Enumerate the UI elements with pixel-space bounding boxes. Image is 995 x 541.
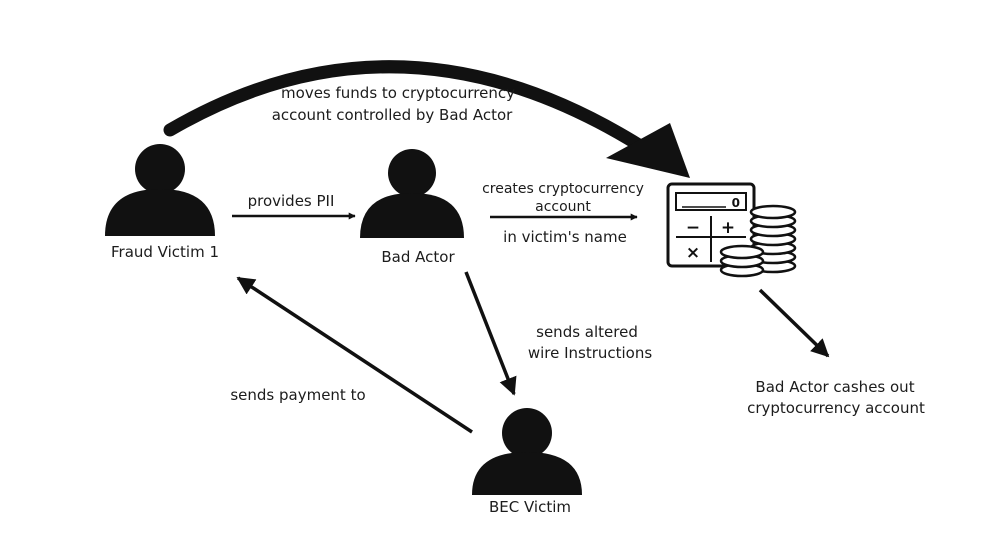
moves-funds-arrow xyxy=(163,60,690,178)
bec-victim-person-icon xyxy=(472,408,582,495)
calculator-key-plus: + xyxy=(721,218,735,238)
cashes-out-label-line1: Bad Actor cashes out xyxy=(755,378,914,396)
provides-pii-label: provides PII xyxy=(248,192,335,210)
creates-account-label-line1: creates cryptocurrency xyxy=(482,181,644,197)
calculator-icon: 0 − + × xyxy=(666,182,756,268)
coin-stack-left-icon xyxy=(719,244,765,278)
sends-payment-label: sends payment to xyxy=(230,386,365,404)
sends-altered-label-line1: sends altered xyxy=(536,323,638,341)
cashes-out-arrow xyxy=(758,288,830,358)
cashes-out-label-line2: cryptocurrency account xyxy=(747,399,925,417)
moves-funds-label-line2: account controlled by Bad Actor xyxy=(272,106,513,124)
sends-altered-label-line2: wire Instructions xyxy=(528,344,653,362)
creates-account-label-line2: account xyxy=(535,199,591,215)
fraud-victim-label: Fraud Victim 1 xyxy=(111,243,219,261)
bec-victim-label: BEC Victim xyxy=(489,498,571,516)
sends-altered-instructions-arrow xyxy=(464,271,517,396)
calculator-key-minus: − xyxy=(686,218,700,238)
bad-actor-person-icon xyxy=(360,149,464,238)
fraud-victim-person-icon xyxy=(105,144,215,236)
creates-account-label-line3: in victim's name xyxy=(503,228,627,246)
cryptocurrency-account-icon: 0 − + × xyxy=(666,182,797,278)
bad-actor-label: Bad Actor xyxy=(381,248,455,266)
calculator-key-times: × xyxy=(686,243,700,263)
calculator-display: 0 xyxy=(732,196,740,210)
sends-payment-arrow xyxy=(236,276,473,434)
moves-funds-label-line1: moves funds to cryptocurrency xyxy=(281,84,515,102)
